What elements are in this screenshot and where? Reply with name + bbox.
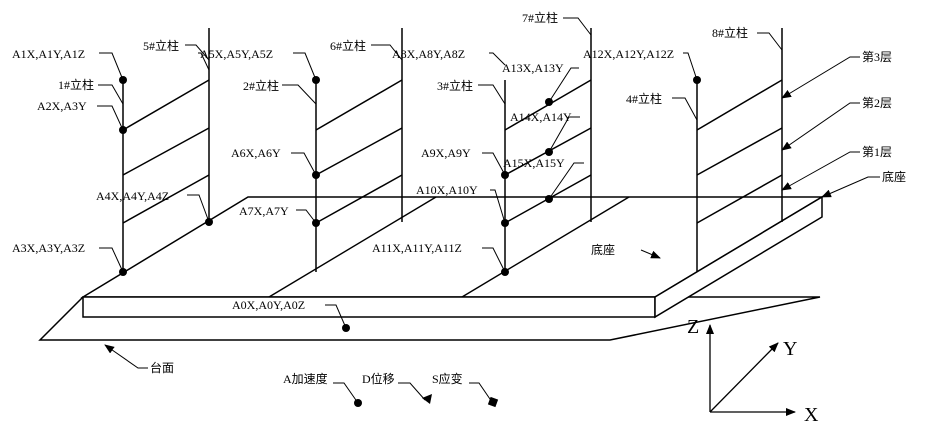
- sensor-a6-label: A6X,A6Y: [231, 146, 281, 160]
- sensor-a4-label: A4X,A4Y,A4Z: [96, 189, 169, 203]
- sensor-a8-label: A8X,A8Y,A8Z: [392, 47, 465, 61]
- column-6-label: 6#立柱: [330, 38, 366, 53]
- sensor-a3-label: A3X,A3Y,A3Z: [12, 241, 85, 255]
- axis-x-label: X: [804, 404, 819, 426]
- legend-accel-label: A加速度: [283, 371, 328, 386]
- legend: [333, 382, 499, 408]
- base-front-face: [82, 296, 656, 318]
- base-label: 底座: [882, 169, 906, 184]
- base-inner-label: 底座: [591, 242, 615, 257]
- column-4-label: 4#立柱: [626, 91, 662, 106]
- accel-symbol: [354, 399, 362, 407]
- legend-disp-label: D位移: [362, 371, 395, 386]
- base-grid-line: [268, 196, 437, 298]
- legend-strain-label: S应变: [432, 371, 463, 386]
- sensor-a11-label: A11X,A11Y,A11Z: [372, 241, 462, 255]
- bay-4-floors: [696, 79, 783, 224]
- column-5-label: 5#立柱: [143, 38, 179, 53]
- layer-2-label: 第2层: [862, 96, 892, 110]
- sensor-a7-label: A7X,A7Y: [239, 204, 289, 218]
- axis-y-label: Y: [783, 338, 797, 360]
- bay-2-floors: [315, 79, 403, 224]
- coordinate-axes: [706, 324, 796, 416]
- column-7-label: 7#立柱: [522, 10, 558, 25]
- sensor-a12-label: A12X,A12Y,A12Z: [583, 47, 674, 61]
- sensor-a2-label: A2X,A3Y: [37, 99, 87, 113]
- sensor-a14-label: A14X,A14Y: [510, 110, 572, 124]
- strain-symbol: [487, 396, 499, 408]
- column-8-label: 8#立柱: [712, 25, 748, 40]
- sensor-a13-label: A13X,A13Y: [502, 61, 564, 75]
- table-label: 台面: [150, 360, 174, 375]
- displacement-symbol: [422, 394, 432, 404]
- column-2-label: 2#立柱: [243, 78, 279, 93]
- bay-1-floors: [122, 79, 210, 224]
- sensor-a0-label: A0X,A0Y,A0Z: [232, 298, 305, 312]
- sensor-a1-label: A1X,A1Y,A1Z: [12, 47, 85, 61]
- base-grid-line: [461, 196, 630, 298]
- layer-1-label: 第1层: [862, 145, 892, 159]
- sensor-a5-label: A5X,A5Y,A5Z: [200, 47, 273, 61]
- layer-3-label: 第3层: [862, 50, 892, 64]
- sensor-a10-label: A10X,A10Y: [416, 183, 478, 197]
- sensor-a15-label: A15X,A15Y: [503, 156, 565, 170]
- base-side-face: [654, 195, 823, 319]
- column-3-label: 3#立柱: [437, 78, 473, 93]
- axis-z-label: Z: [687, 316, 699, 338]
- column-1-label: 1#立柱: [58, 77, 94, 92]
- sensor-a9-label: A9X,A9Y: [421, 146, 471, 160]
